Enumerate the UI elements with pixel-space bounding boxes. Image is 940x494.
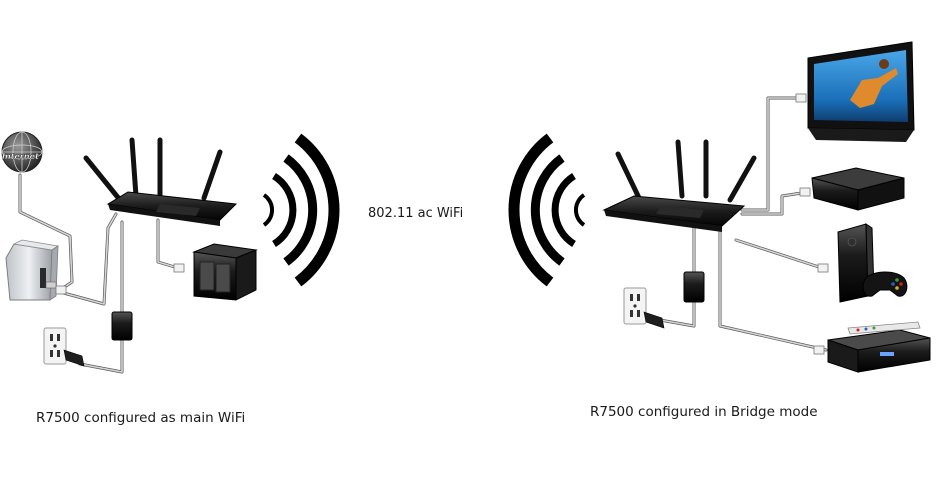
- power-outlet-icon: [623, 287, 647, 325]
- router-antennas: [83, 137, 223, 203]
- globe-icon: Internet: [1, 131, 43, 173]
- bridge-router: [602, 139, 757, 232]
- power-plug-icon: [643, 311, 665, 329]
- nas-storage-icon: [192, 243, 258, 301]
- power-plug-icon: [63, 349, 85, 367]
- wifi-signal-left: [262, 133, 340, 287]
- globe-label: Internet: [2, 152, 40, 161]
- power-adapter-icon: [111, 311, 133, 341]
- right-caption: R7500 configured in Bridge mode: [590, 404, 818, 420]
- modem-icon: [5, 239, 60, 301]
- left-cables: [18, 173, 180, 374]
- power-adapter-icon: [683, 271, 705, 303]
- wifi-label: 802.11 ac WiFi: [368, 206, 464, 221]
- router-antennas: [615, 139, 757, 203]
- game-controller-icon: [862, 271, 908, 297]
- media-player-icon: [811, 167, 905, 211]
- wifi-signal-right: [508, 133, 586, 287]
- remote-control-icon: [847, 321, 921, 335]
- power-outlet-icon: [43, 327, 67, 365]
- television-icon: [807, 41, 915, 142]
- ethernet-connectors: [55, 93, 829, 355]
- main-router: [83, 137, 238, 226]
- left-caption: R7500 configured as main WiFi: [36, 410, 246, 426]
- right-cables: [658, 96, 828, 352]
- set-top-box-icon: [827, 329, 931, 373]
